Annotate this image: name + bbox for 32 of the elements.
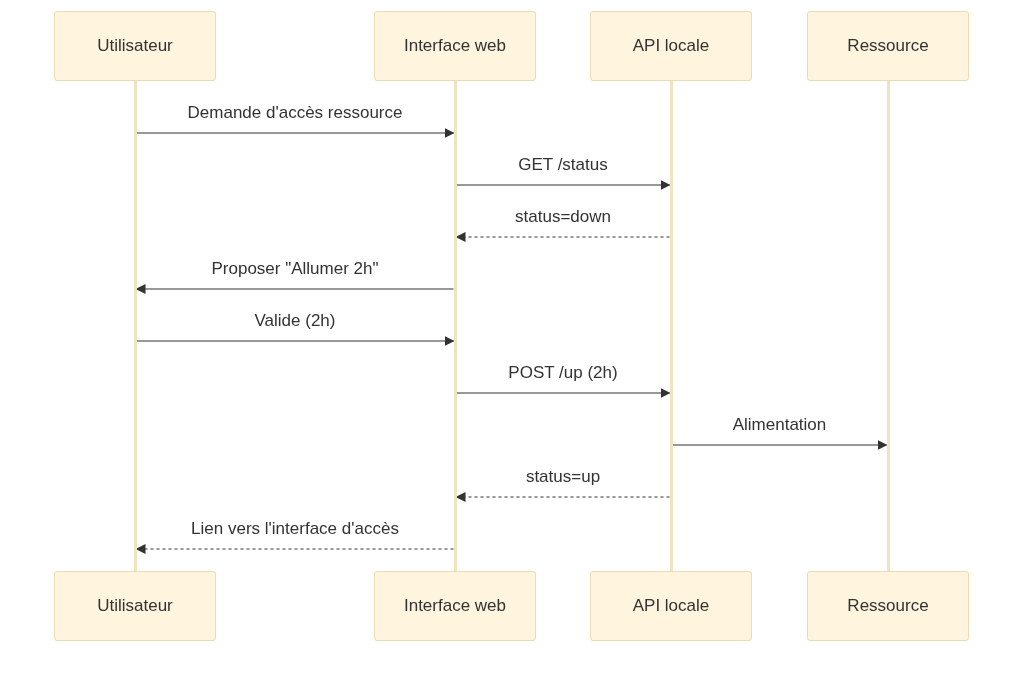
message-arrow	[135, 128, 455, 138]
actor-box	[807, 11, 969, 81]
message-arrow	[455, 180, 671, 190]
message-arrow	[135, 544, 455, 554]
actor-label: Ressource	[847, 36, 929, 56]
message-arrow	[455, 492, 671, 502]
lifeline	[133, 81, 137, 571]
lifeline	[669, 81, 673, 571]
actor-box	[807, 571, 969, 641]
actor-label: API locale	[632, 596, 710, 616]
actor-box	[374, 11, 536, 81]
message-label: Valide (2h)	[252, 311, 338, 331]
actor-box	[590, 11, 752, 81]
actor-label: Interface web	[403, 36, 507, 56]
message-arrow	[135, 284, 455, 294]
actor-label: Ressource	[847, 596, 929, 616]
message-arrow	[135, 336, 455, 346]
message-arrow	[671, 440, 888, 450]
actor-label: Utilisateur	[97, 36, 173, 56]
actor-label: Interface web	[403, 596, 507, 616]
actor-label: API locale	[632, 36, 710, 56]
actor-box	[54, 11, 216, 81]
actor-box	[590, 571, 752, 641]
actor-label: Utilisateur	[97, 596, 173, 616]
lifeline	[453, 81, 457, 571]
message-arrow	[455, 388, 671, 398]
message-arrow	[455, 232, 671, 242]
actor-box	[54, 571, 216, 641]
message-label: Proposer "Allumer 2h"	[209, 259, 381, 279]
lifeline	[886, 81, 890, 571]
message-label: POST /up (2h)	[506, 363, 620, 383]
actor-box	[374, 571, 536, 641]
